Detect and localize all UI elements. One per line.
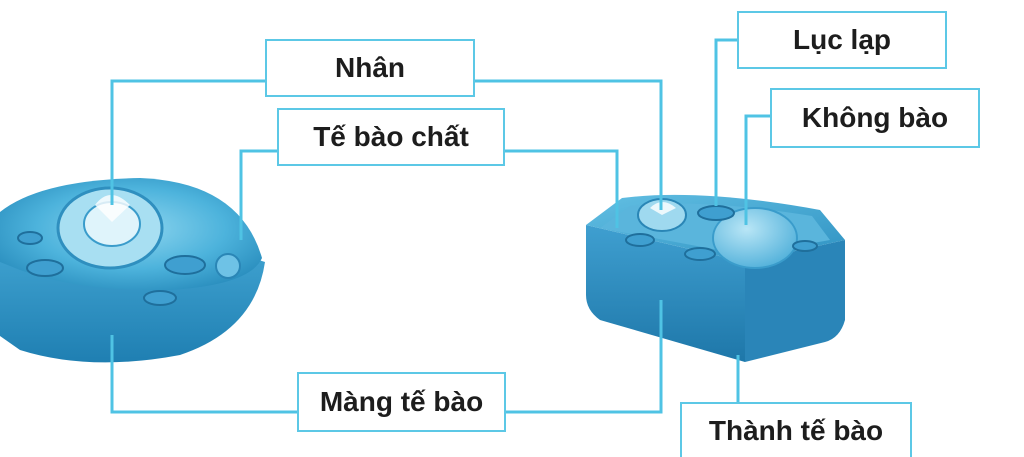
label-chloroplast: Lục lạp xyxy=(737,11,947,69)
plant-vacuole xyxy=(712,207,798,269)
label-cell-membrane: Màng tế bào xyxy=(297,372,506,432)
plant-chloroplast xyxy=(697,205,735,221)
plant-cell-illustration xyxy=(586,194,845,362)
label-cell-wall: Thành tế bào xyxy=(680,402,912,457)
vacuole-leader-line xyxy=(744,114,771,225)
animal-cell-illustration xyxy=(0,178,265,363)
nucleus-leader-line-right xyxy=(474,79,663,210)
plant-cell-side xyxy=(745,240,845,362)
membrane-leader-line xyxy=(110,335,298,414)
leader-lines xyxy=(110,38,771,414)
cytoplasm-leader-line-right xyxy=(504,149,619,228)
cytoplasm-leader-line xyxy=(239,149,278,240)
nucleus-leader-line xyxy=(110,79,266,205)
label-vacuole: Không bào xyxy=(770,88,980,148)
animal-mitochondrion xyxy=(164,255,206,275)
label-nucleus: Nhân xyxy=(265,39,475,97)
label-cytoplasm: Tế bào chất xyxy=(277,108,505,166)
membrane-leader-line-right xyxy=(505,300,663,414)
chloroplast-leader-line xyxy=(714,38,738,206)
